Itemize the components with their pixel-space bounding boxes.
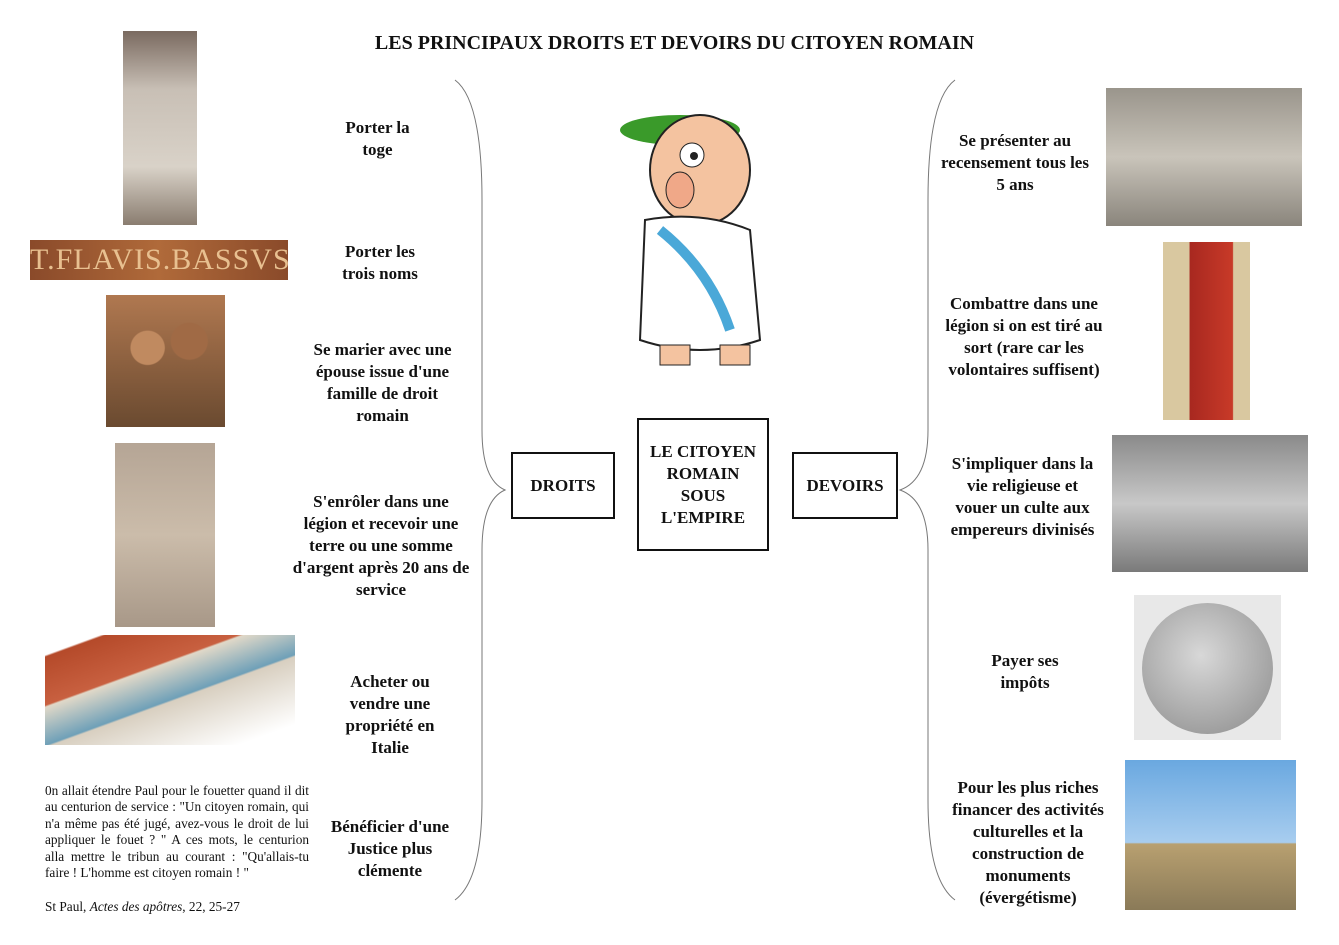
funerary-stele-image (115, 443, 215, 627)
quote-text: 0n allait étendre Paul pour le fouetter … (45, 783, 309, 881)
devoir-evergetisme: Pour les plus riches financer des activi… (952, 778, 1104, 907)
triumphal-arch-image (1125, 760, 1296, 910)
droit-justice: Bénéficier d'une Justice plus clémente (330, 817, 450, 880)
inscription-text: T.FLAVIS.BASSVS (30, 243, 288, 276)
devoir-recensement: Se présenter au recensement tous les 5 a… (941, 131, 1089, 194)
devoir-impots: Payer ses impôts (991, 651, 1059, 692)
legionary-image (1163, 242, 1250, 420)
roman-citizen-cartoon (620, 114, 762, 366)
droit-mariage: Se marier avec une épouse issue d'une fa… (313, 340, 452, 425)
right-brace (898, 79, 956, 901)
census-relief-image (1106, 88, 1302, 226)
quote-author: St Paul, (45, 899, 90, 914)
devoir-religion: S'impliquer dans la vie religieuse et vo… (950, 454, 1095, 539)
quote-source: St Paul, Actes des apôtres, 22, 25-27 (45, 899, 240, 915)
fresco-couple-image (106, 295, 225, 427)
coin-image (1134, 595, 1281, 740)
left-brace (454, 79, 507, 901)
center-box: LE CITOYEN ROMAIN SOUS L'EMPIRE (637, 418, 769, 551)
devoirs-box: DEVOIRS (792, 452, 898, 519)
droit-toge: Porter la toge (345, 118, 410, 159)
page-title: LES PRINCIPAUX DROITS ET DEVOIRS DU CITO… (374, 32, 975, 54)
inscription-image: T.FLAVIS.BASSVS (30, 240, 288, 280)
droit-noms: Porter les trois noms (342, 242, 418, 283)
roman-house-image (45, 635, 295, 745)
droit-legion: S'enrôler dans une légion et recevoir un… (292, 492, 470, 599)
quote-work: Actes des apôtres (89, 899, 183, 914)
quote-ref: , 22, 25-27 (182, 899, 240, 914)
sacrifice-relief-image (1112, 435, 1308, 572)
droit-propriete: Acheter ou vendre une propriété en Itali… (345, 672, 435, 757)
toga-statue-image (123, 31, 197, 225)
devoir-legion: Combattre dans une légion si on est tiré… (945, 294, 1103, 379)
droits-box: DROITS (511, 452, 615, 519)
